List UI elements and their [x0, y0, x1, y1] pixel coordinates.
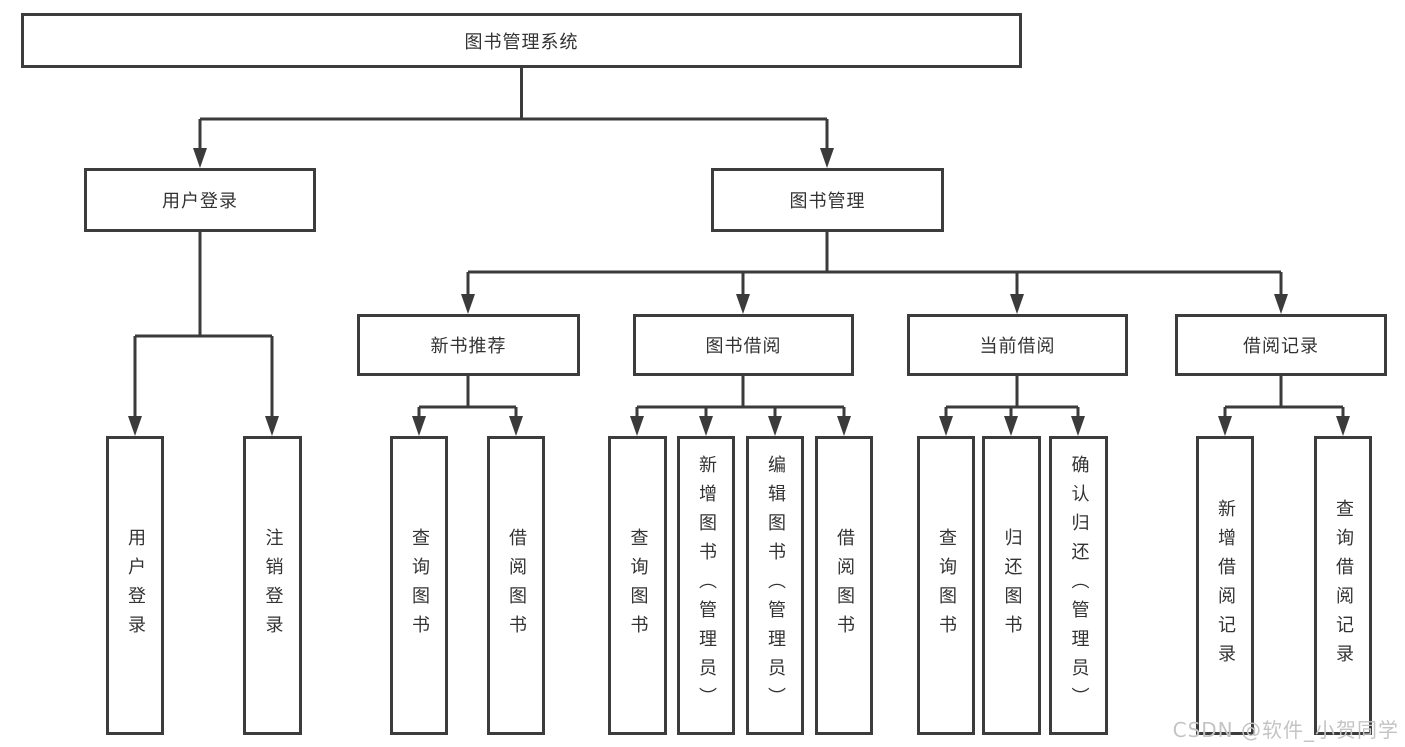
connector-trunks [133, 68, 1345, 418]
leaf-query-books-recommend: 查询图书 [390, 436, 448, 735]
node-user-login: 用户登录 [84, 168, 316, 232]
leaf-query-borrow-record: 查询借阅记录 [1314, 436, 1372, 735]
leaf-add-books-admin: 新增图书（管理员） [677, 436, 735, 735]
leaf-return-books: 归还图书 [982, 436, 1041, 735]
leaf-borrow-books-recommend: 借阅图书 [487, 436, 545, 735]
leaf-user-login: 用户登录 [106, 436, 164, 735]
node-book-borrowing: 图书借阅 [633, 314, 854, 376]
leaf-borrow-books: 借阅图书 [815, 436, 873, 735]
node-current-borrowing: 当前借阅 [907, 314, 1128, 376]
leaf-query-books-current: 查询图书 [917, 436, 975, 735]
connector-arrowheads [128, 148, 1350, 436]
node-borrowing-records: 借阅记录 [1175, 314, 1387, 376]
leaf-edit-books-admin: 编辑图书（管理员） [746, 436, 804, 735]
node-book-management: 图书管理 [711, 168, 944, 232]
leaf-query-books-borrowing: 查询图书 [608, 436, 667, 735]
leaf-add-borrow-record: 新增借阅记录 [1196, 436, 1254, 735]
node-new-book-recommend: 新书推荐 [357, 314, 580, 376]
leaf-logout: 注销登录 [243, 436, 302, 735]
leaf-confirm-return-admin: 确认归还（管理员） [1049, 436, 1108, 735]
csdn-watermark: CSDN @软件_小贺同学 [1172, 718, 1399, 742]
node-system-root: 图书管理系统 [21, 13, 1022, 68]
